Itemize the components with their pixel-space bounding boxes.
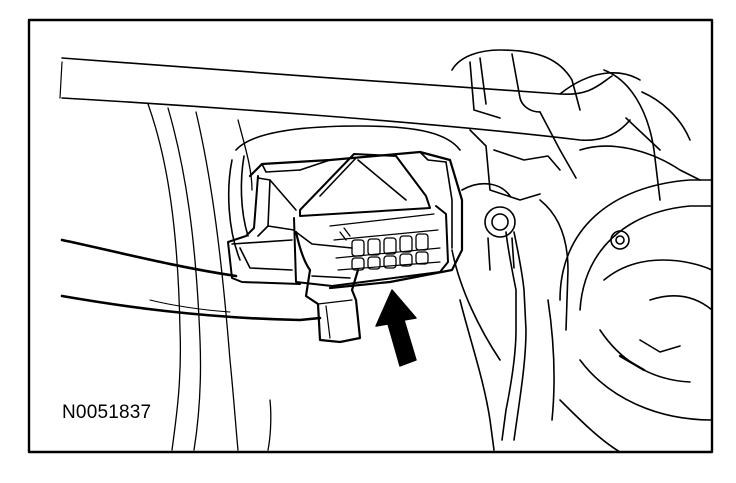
figure-frame [27,18,714,454]
right-machinery [451,49,713,453]
wire-harness [60,238,322,322]
electrical-connector [227,150,464,344]
arrow-up-icon [375,289,417,367]
figure-id-label: N0051837 [60,402,154,424]
upper-pipe [59,57,641,142]
terminal-cavities [339,227,429,271]
left-body-panel [147,103,272,451]
mounting-cup [227,125,461,261]
